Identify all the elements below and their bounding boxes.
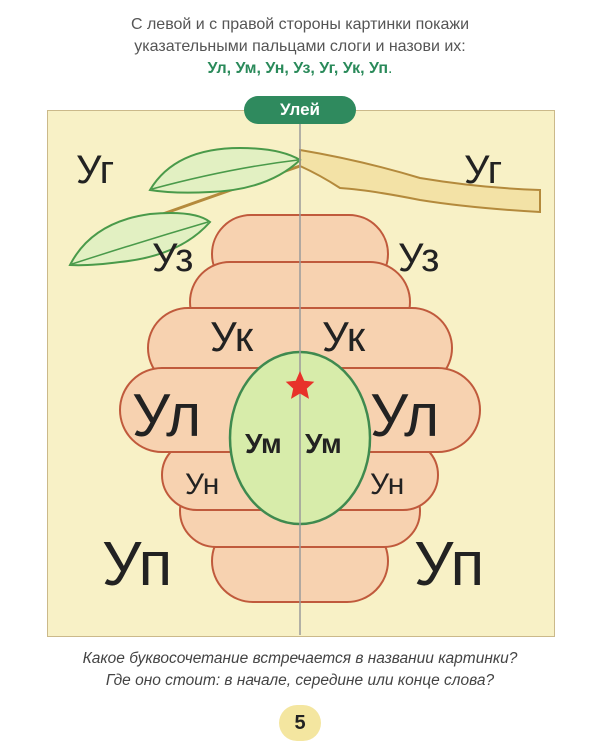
question-line-2: Где оно стоит: в начале, середине или ко… [105, 672, 495, 689]
syllable-um-right: Ум [305, 428, 342, 459]
syllable-up-left: Уп [102, 530, 173, 599]
syllable-uk-left: Ук [210, 313, 254, 360]
instruction-text: С левой и с правой стороны картинки пока… [0, 14, 600, 80]
syllable-um-left: Ум [245, 428, 282, 459]
instruction-line-2: указательными пальцами слоги и назови их… [134, 38, 466, 55]
leaf-lower-vein [71, 221, 209, 265]
star-icon [285, 371, 315, 399]
syllable-un-right: Ун [370, 468, 405, 501]
syllable-un-left: Ун [185, 468, 220, 501]
syllable-ul-left: Ул [132, 382, 202, 449]
syllable-uz-right: Уз [398, 236, 440, 280]
leaf-upper-vein [151, 159, 299, 190]
syllable-uz-left: Уз [152, 236, 194, 280]
syllable-up-right: Уп [414, 530, 485, 599]
question-line-1: Какое буквосочетание встречается в назва… [82, 650, 518, 667]
picture-title-badge: Улей [244, 96, 356, 124]
syllable-ug-right: Уг [464, 148, 503, 192]
instruction-end-dot: . [388, 60, 393, 77]
syllable-ul-right: Ул [370, 382, 440, 449]
instruction-line-3: Ул, Ум, Ун, Уз, Уг, Ук, Уп. [0, 58, 600, 80]
syllable-uk-right: Ук [322, 313, 366, 360]
leaf-lower [68, 212, 212, 267]
branch [299, 148, 541, 214]
questions-text: Какое буквосочетание встречается в назва… [0, 648, 600, 692]
leaf-upper [148, 146, 302, 194]
instruction-line-1: С левой и с правой стороны картинки пока… [130, 16, 470, 33]
page-number: 5 [279, 705, 321, 741]
syllables-list: Ул, Ум, Ун, Уз, Уг, Ук, Уп [207, 60, 389, 77]
syllable-ug-left: Уг [76, 148, 115, 192]
